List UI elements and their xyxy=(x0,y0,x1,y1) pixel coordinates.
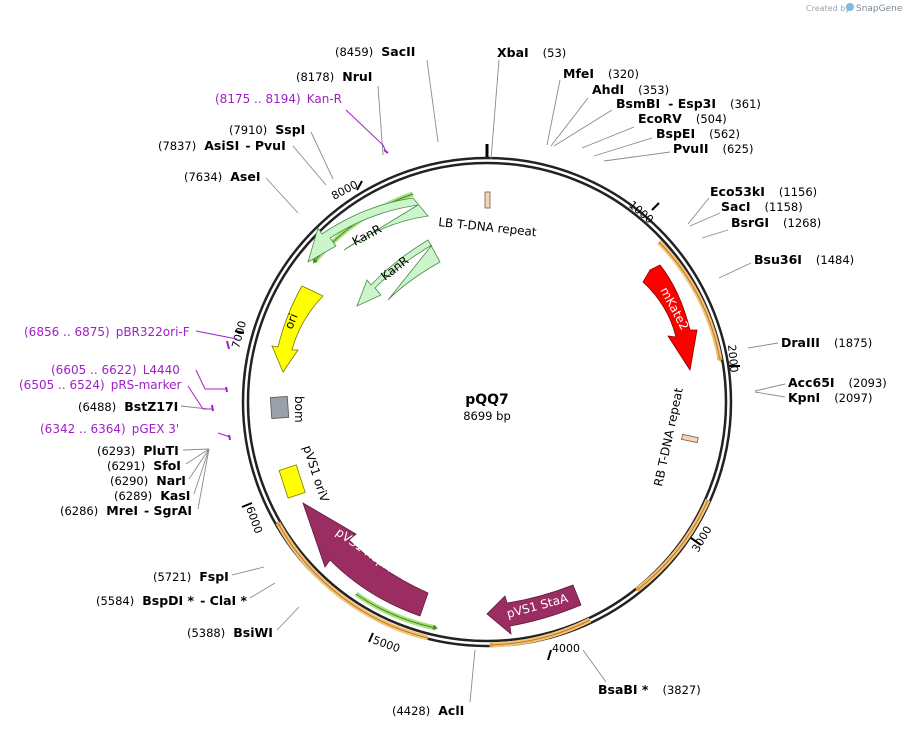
site-bspdi-clai[interactable]: (5584)BspDI *- ClaI * xyxy=(96,593,248,608)
tick-mark-4000: 4000 xyxy=(547,642,580,661)
site-pluti[interactable]: (6293)PluTI xyxy=(97,443,179,458)
primer-kan-r[interactable]: (8175 .. 8194)Kan-R xyxy=(215,92,342,106)
feature-lb-tdna-repeat[interactable]: LB T-DNA repeat xyxy=(438,191,538,239)
site-xbai[interactable]: XbaI(53) xyxy=(497,45,566,60)
site-asisi-pvui[interactable]: (7837)AsiSI- PvuI xyxy=(158,138,286,153)
tick-label-8000: 8000 xyxy=(329,178,360,203)
site-kpni[interactable]: KpnI(2097) xyxy=(788,390,872,405)
site-sfoi[interactable]: (6291)SfoI xyxy=(107,458,181,473)
site-acc65i[interactable]: Acc65I(2093) xyxy=(788,375,887,390)
tick-label-6000: 6000 xyxy=(243,505,265,536)
site-fspi[interactable]: (5721)FspI xyxy=(153,569,229,584)
site-bsabi[interactable]: BsaBI *(3827) xyxy=(598,682,701,697)
site-ecorv[interactable]: EcoRV(504) xyxy=(638,111,727,126)
site-nrui[interactable]: (8178)NruI xyxy=(296,69,372,84)
backbone-inner-ring xyxy=(246,161,728,643)
site-sspi[interactable]: (7910)SspI xyxy=(229,122,305,137)
tick-label-7000: 7000 xyxy=(229,319,249,349)
site-mfei[interactable]: MfeI(320) xyxy=(563,66,639,81)
tick-mark-2000: 2000 xyxy=(725,344,740,373)
site-bstz17i[interactable]: (6488)BstZ17I xyxy=(78,399,178,414)
site-saci[interactable]: SacI(1158) xyxy=(721,199,803,214)
site-bsmbi-esp3i[interactable]: BsmBI- Esp3I(361) xyxy=(616,96,761,111)
feature-ori[interactable]: ori xyxy=(271,285,324,373)
tick-label-5000: 5000 xyxy=(371,634,402,656)
plasmid-name: pQQ7 xyxy=(465,392,509,408)
site-sacii[interactable]: (8459)SacII xyxy=(335,44,415,59)
label-rb-tdna-repeat: RB T-DNA repeat xyxy=(651,386,686,487)
site-bsu36i[interactable]: Bsu36I(1484) xyxy=(754,252,854,267)
tick-mark-8000: 8000 xyxy=(329,178,363,203)
primer-l4440[interactable]: (6605 .. 6622)L4440 xyxy=(51,363,180,377)
tick-mark-7000: 7000 xyxy=(229,319,249,349)
site-kasi[interactable]: (6289)KasI xyxy=(114,488,190,503)
site-mrei-sgrai[interactable]: (6286)MreI- SgrAI xyxy=(60,503,192,518)
snapgene-logo-icon xyxy=(846,3,854,11)
label-ori: ori xyxy=(282,311,301,331)
tick-mark-1000: 1000 xyxy=(626,198,660,226)
primer-prs-marker[interactable]: (6505 .. 6524)pRS-marker xyxy=(19,378,181,392)
site-bsrgi[interactable]: BsrGI(1268) xyxy=(731,215,821,230)
site-nari[interactable]: (6290)NarI xyxy=(110,473,186,488)
tick-label-2000: 2000 xyxy=(725,344,740,373)
backbone-outer-ring xyxy=(241,156,733,648)
primer-binding-marks xyxy=(211,149,389,441)
primer-pbr322ori-f[interactable]: (6856 .. 6875)pBR322ori-F xyxy=(24,325,190,339)
tick-mark-5000: 5000 xyxy=(368,632,402,656)
feature-bom[interactable]: bom xyxy=(269,396,306,423)
site-asei[interactable]: (7634)AseI xyxy=(184,169,261,184)
site-leader-lines xyxy=(180,59,786,703)
site-draiii[interactable]: DraIII(1875) xyxy=(781,335,872,350)
site-pvuii[interactable]: PvuII(625) xyxy=(673,141,753,156)
brand-name: SnapGene xyxy=(856,4,903,14)
label-pvs1-oriv: pVS1 oriV xyxy=(300,444,332,505)
tick-mark-6000: 6000 xyxy=(241,502,265,536)
feature-kanr-inner[interactable]: KanR xyxy=(356,239,441,307)
created-by-text: Created by xyxy=(806,4,850,13)
plasmid-length: 8699 bp xyxy=(463,409,511,423)
site-eco53ki[interactable]: Eco53kI(1156) xyxy=(710,184,817,199)
site-ahdi[interactable]: AhdI(353) xyxy=(592,82,669,97)
feature-pvs1-oriv[interactable]: pVS1 oriV xyxy=(278,444,332,505)
tick-label-4000: 4000 xyxy=(552,642,580,655)
site-bsiwi[interactable]: (5388)BsiWI xyxy=(187,625,273,640)
label-lb-tdna-repeat: LB T-DNA repeat xyxy=(438,215,538,239)
site-acli[interactable]: (4428)AclI xyxy=(392,703,464,718)
primer-leader-lines xyxy=(187,109,387,438)
site-bspei[interactable]: BspEI(562) xyxy=(656,126,740,141)
primer-pgex-3[interactable]: (6342 .. 6364)pGEX 3' xyxy=(40,422,179,436)
label-bom: bom xyxy=(292,396,306,423)
feature-rb-tdna-repeat[interactable]: RB T-DNA repeat xyxy=(651,386,699,488)
